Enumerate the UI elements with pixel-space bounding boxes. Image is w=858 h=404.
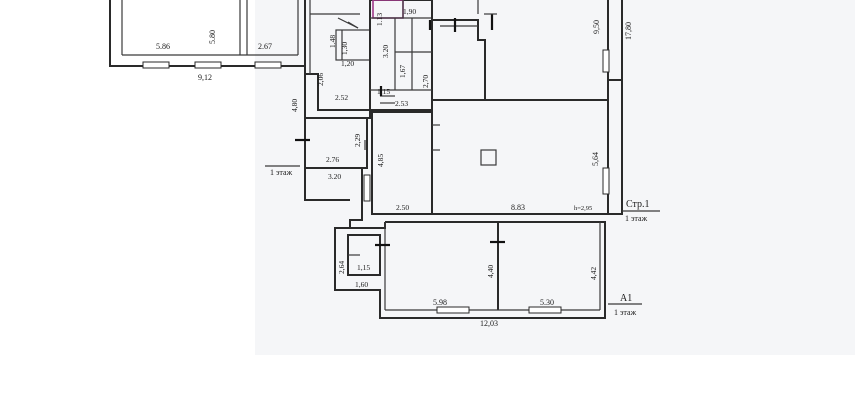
ceiling-height-label: h=2,95 — [574, 205, 592, 212]
window — [363, 174, 371, 202]
dim-label: 1,30 — [340, 42, 349, 55]
window — [602, 167, 610, 195]
bottom-block — [334, 221, 606, 319]
dim-label: 5.86 — [156, 42, 170, 51]
scan-background — [255, 0, 855, 355]
dim-label: 5.30 — [540, 298, 554, 307]
dim-label: 1,90 — [403, 7, 416, 16]
dim-label: 5.98 — [433, 298, 447, 307]
dim-label: 2.52 — [335, 93, 348, 102]
column-marker — [480, 149, 497, 166]
dim-label: 9,12 — [198, 73, 212, 82]
top-left-block — [109, 0, 306, 69]
dim-label: 4,80 — [290, 99, 299, 112]
dim-label: 17,80 — [624, 22, 633, 40]
dim-label: 2,70 — [421, 75, 430, 88]
dim-label: 1,67 — [398, 65, 407, 78]
dim-label: 5.80 — [208, 30, 217, 44]
central-rooms — [371, 79, 623, 215]
dim-label: 5,64 — [591, 152, 600, 166]
dim-label: 2.76 — [326, 155, 339, 164]
section-floor-label: 1 этаж — [614, 308, 637, 317]
dim-label: 2.67 — [258, 42, 272, 51]
dim-label: 2,06 — [316, 73, 325, 86]
dim-label: 2.53 — [395, 99, 408, 108]
window — [194, 61, 222, 69]
dim-label: 2.50 — [396, 203, 409, 212]
window — [528, 306, 562, 314]
floor-label: 1 этаж — [270, 168, 293, 177]
building-label: Стр.1 — [626, 199, 650, 210]
dim-label: 3.20 — [328, 172, 341, 181]
window — [142, 61, 170, 69]
building-floor-label: 1 этаж — [625, 214, 648, 223]
window — [602, 49, 610, 73]
dim-label: 3.20 — [381, 45, 390, 58]
floor-labels: 1 этаж Стр.1 1 этаж А1 1 этаж — [265, 165, 660, 317]
dim-label: 1,20 — [341, 59, 354, 68]
dim-label: 1,15 — [377, 87, 390, 96]
central-core — [304, 0, 433, 111]
window — [254, 61, 282, 69]
dim-label: 2,29 — [353, 134, 362, 147]
dim-label: 12,03 — [480, 319, 498, 328]
dim-label: 1,15 — [357, 263, 370, 272]
dimension-labels: 5.86 5.80 2.67 9,12 1.48 1,30 1,20 3.20 … — [156, 7, 633, 328]
dim-label: 1.13 — [375, 13, 384, 26]
dim-label: 1,60 — [355, 280, 368, 289]
dim-label: 2,64 — [337, 261, 346, 274]
dim-label: 4,42 — [589, 267, 598, 280]
window — [436, 306, 470, 314]
dim-label: 4,40 — [486, 265, 495, 278]
dim-label: 1.48 — [328, 35, 337, 48]
dim-label: 8.83 — [511, 203, 525, 212]
dim-label: 9,50 — [592, 20, 601, 34]
left-mid-rooms — [295, 74, 371, 228]
section-label: А1 — [620, 293, 632, 304]
dim-label: 4,85 — [376, 154, 385, 167]
